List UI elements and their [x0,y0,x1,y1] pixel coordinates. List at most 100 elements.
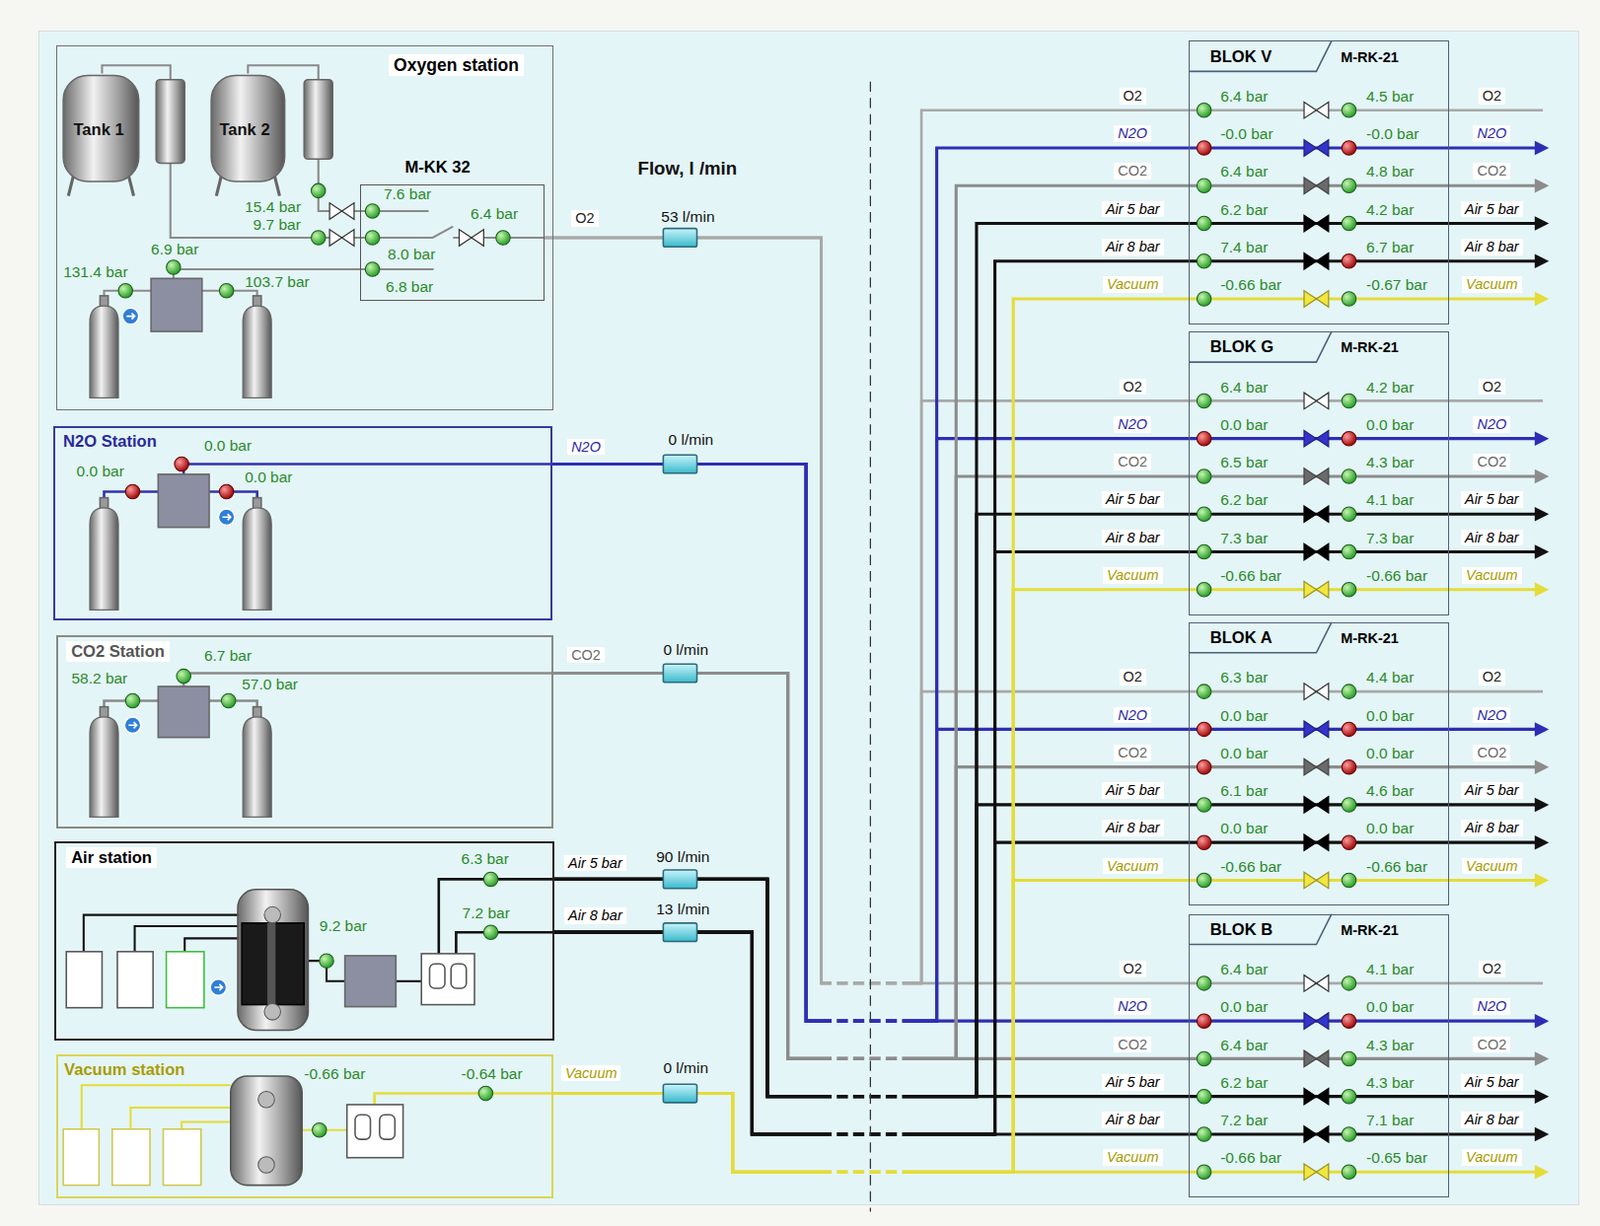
pressure-reading: 57.0 bar [241,675,298,694]
compressor [117,951,153,1009]
filter-cup [379,1114,396,1140]
pressure-reading: 0.0 bar [76,462,125,481]
outlet-arrow [1534,1127,1549,1142]
gas-label: Air 8 bar [564,907,627,925]
status-lamp [218,283,233,297]
line-break-gap [831,1018,914,1024]
gas-label: Air 8 bar [1101,238,1164,256]
filter-cup [429,963,445,989]
gas-label: Air 5 bar [1101,491,1164,509]
gas-pipeline [544,237,1189,984]
valve-symbol [1304,975,1329,993]
status-lamp [220,693,235,708]
vacuum-receiver [230,1076,302,1186]
regulator-box [345,955,397,1008]
valve-symbol [1304,543,1329,561]
valve-symbol [1304,215,1329,232]
outlet-pipe [1349,184,1537,188]
storage-tank [63,75,140,183]
flow-header: Flow, l /min [638,157,738,179]
gas-label: Vacuum [561,1065,622,1083]
line-break-gap [831,1055,914,1062]
flow-meter [662,663,697,683]
outlet-pipe [1349,878,1537,882]
outlet-arrow [1534,216,1549,230]
gas-label: CO2 [1113,162,1152,180]
pressure-reading: 7.2 bar [1220,1111,1268,1130]
gas-pipeline [554,878,1189,1096]
pressure-reading: 6.4 bar [1220,87,1268,106]
gas-label: CO2 [1472,744,1511,762]
alarm-lamp [1341,1014,1356,1028]
status-lamp [1196,291,1211,306]
pressure-reading: 6.7 bar [1366,238,1414,257]
gas-pipeline [544,237,1189,984]
flow-meter [662,228,697,248]
gas-bottle [242,717,272,817]
pressure-reading: 4.1 bar [1366,960,1414,979]
alarm-lamp [1341,759,1356,774]
status-lamp [311,230,326,245]
status-lamp [364,204,379,219]
valve-symbol [1304,177,1329,195]
pressure-reading: 4.1 bar [1366,491,1414,510]
status-lamp [1341,1051,1356,1066]
receiver-band [241,923,304,1006]
valve-symbol [1304,101,1329,119]
pressure-reading: 0.0 bar [1220,998,1268,1017]
outlet-pipe [1349,587,1537,591]
sight-glass [258,1090,276,1108]
status-lamp [1341,1089,1356,1103]
pressure-reading: 131.4 bar [63,263,129,282]
line-break-gap [831,1168,914,1175]
outlet-pipe [1349,727,1537,731]
gas-label: O2 [1119,960,1147,978]
outlet-arrow [1534,291,1549,306]
gas-pipeline [554,551,1189,1134]
pressure-reading: 6.9 bar [150,240,199,259]
pressure-reading: 4.2 bar [1366,378,1414,397]
gas-label: Air 5 bar [1460,201,1524,219]
block-header-line [1188,331,1332,363]
line-break-gap [831,1093,914,1100]
pressure-reading: 4.3 bar [1366,1036,1414,1055]
pressure-reading: 6.3 bar [1220,668,1268,687]
valve-symbol [1304,1050,1329,1068]
outlet-pipe [1349,512,1537,516]
pipe [372,210,430,213]
pressure-reading: -0.64 bar [461,1065,523,1084]
valve-symbol [1304,430,1329,447]
pressure-reading: 6.2 bar [1220,201,1268,219]
valve-symbol [1304,468,1329,486]
block-header-line [1188,622,1332,654]
block-header-line [1188,914,1332,946]
outlet-pipe [1349,296,1537,300]
line-break-gap [831,980,914,987]
gas-label: N2O [1472,707,1511,725]
pressure-reading: 0.0 bar [1220,707,1268,726]
pipe [438,878,555,953]
outlet-pipe [1349,982,1544,986]
valve-symbol [1304,1126,1329,1144]
pressure-reading: 4.3 bar [1366,1074,1414,1092]
node-title: BLOK A [1210,628,1273,648]
status-lamp [1196,798,1211,812]
tank-leg [274,175,280,197]
pressure-reading: 4.4 bar [1366,668,1414,687]
receiver-band [267,923,276,1006]
status-lamp [1196,872,1211,887]
filter-cup [450,963,467,989]
flow-reading: 13 l/min [655,900,710,919]
device-code: M-RK-21 [1340,630,1399,648]
outlet-arrow [1534,544,1549,559]
gas-label: CO2 [1113,453,1152,471]
outlet-pipe [1349,1019,1537,1023]
status-lamp [364,230,379,245]
valve-symbol [1304,834,1329,852]
outlet-arrow [1534,759,1549,774]
pressure-reading: -0.66 bar [1220,858,1282,876]
status-lamp [1196,178,1211,193]
pressure-reading: 103.7 bar [244,273,310,291]
air-receiver [237,889,308,1031]
